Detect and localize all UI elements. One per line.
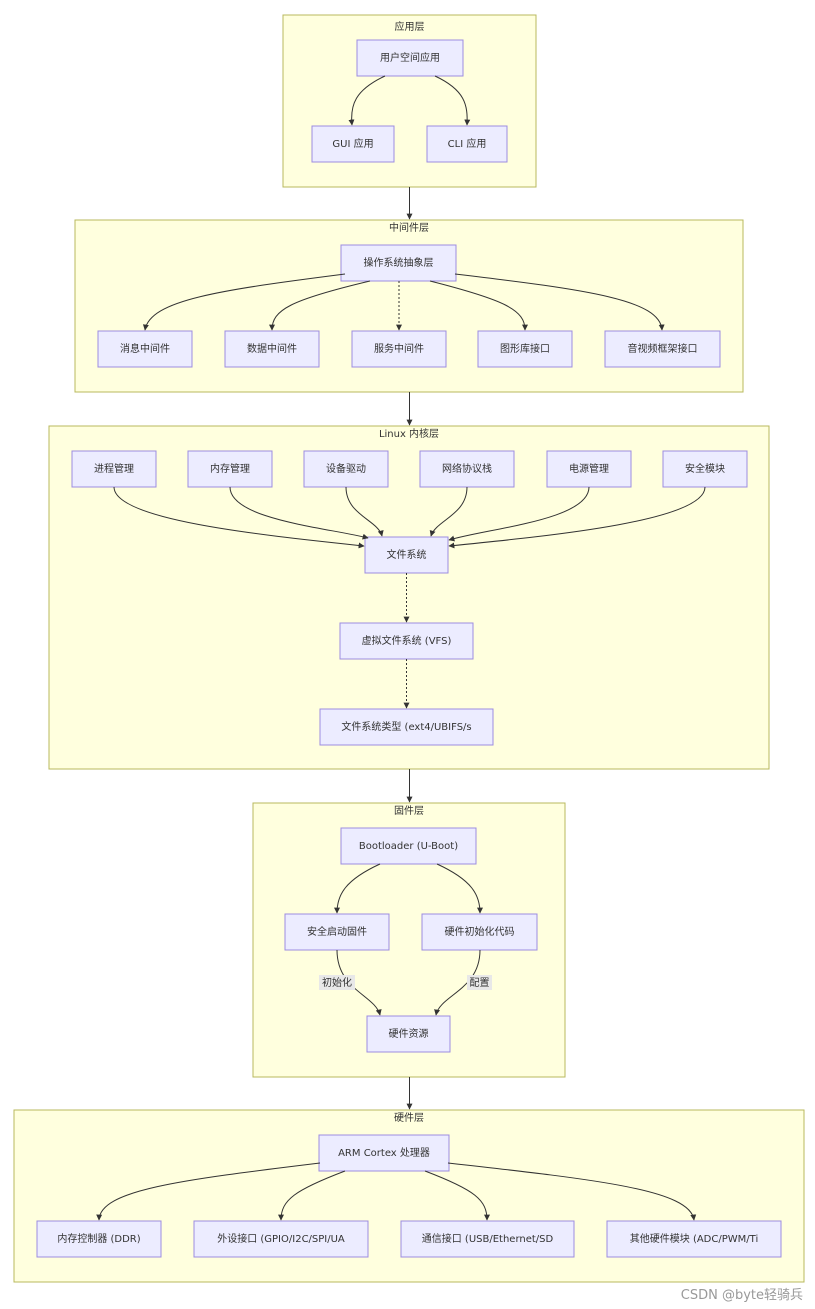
edge-os-to-data (269, 280, 371, 331)
node-av-framework-interface-label: 音视频框架接口 (628, 342, 698, 355)
app-layer: 应用层 用户空间应用 GUI 应用 CLI 应用 (282, 14, 537, 188)
node-message-middleware[interactable]: 消息中间件 (97, 330, 193, 368)
edge-hw-init-to-hw-resource (434, 949, 481, 1016)
edge-label-init-text: 初始化 (322, 976, 352, 989)
node-device-driver-label: 设备驱动 (326, 462, 366, 475)
watermark: CSDN @byte轻骑兵 (680, 1288, 803, 1303)
hardware-layer: 硬件层 ARM Cortex 处理器 内存控制器 (DDR) 外设接口 (GPI… (13, 1109, 805, 1283)
node-bootloader-label: Bootloader (U-Boot) (359, 841, 458, 852)
node-security-module-label: 安全模块 (685, 462, 725, 475)
node-memory-management[interactable]: 内存管理 (187, 450, 273, 488)
node-secure-boot-firmware-label: 安全启动固件 (307, 925, 367, 938)
node-service-middleware-label: 服务中间件 (374, 342, 424, 355)
edge-secure-boot-to-hw-resource (336, 949, 382, 1016)
edge-bootloader-to-secure-boot (334, 863, 381, 914)
node-os-abstraction[interactable]: 操作系统抽象层 (340, 244, 457, 282)
edge-os-to-av (454, 273, 665, 331)
node-vfs[interactable]: 虚拟文件系统 (VFS) (339, 622, 474, 660)
node-graphics-interface-label: 图形库接口 (500, 342, 550, 355)
middleware-layer-title: 中间件层 (389, 221, 429, 234)
node-security-module[interactable]: 安全模块 (662, 450, 748, 488)
edge-user-to-gui (348, 75, 386, 126)
edge-power-to-fs (448, 486, 590, 542)
node-cli-app[interactable]: CLI 应用 (426, 125, 508, 163)
node-network-stack-label: 网络协议栈 (442, 462, 492, 475)
app-layer-title: 应用层 (395, 20, 425, 33)
node-hw-resource-label: 硬件资源 (389, 1027, 429, 1040)
edge-cpu-to-communication (424, 1170, 490, 1221)
node-network-stack[interactable]: 网络协议栈 (419, 450, 515, 488)
node-memory-controller[interactable]: 内存控制器 (DDR) (36, 1220, 162, 1258)
hardware-layer-title: 硬件层 (394, 1112, 424, 1124)
node-data-middleware[interactable]: 数据中间件 (224, 330, 320, 368)
node-graphics-interface[interactable]: 图形库接口 (477, 330, 573, 368)
node-fs-types-label: 文件系统类型 (ext4/UBIFS/s (341, 720, 471, 733)
node-user-space-app-label: 用户空间应用 (380, 51, 440, 64)
edge-label-config-text: 配置 (470, 977, 490, 989)
node-service-middleware[interactable]: 服务中间件 (351, 330, 447, 368)
node-file-system[interactable]: 文件系统 (364, 536, 449, 574)
node-communication-interface[interactable]: 通信接口 (USB/Ethernet/SD (400, 1220, 575, 1258)
node-arm-cortex-processor[interactable]: ARM Cortex 处理器 (318, 1134, 450, 1172)
edge-bootloader-to-hw-init (436, 863, 483, 914)
node-file-system-label: 文件系统 (387, 548, 427, 561)
node-power-management-label: 电源管理 (569, 462, 609, 475)
node-power-management[interactable]: 电源管理 (546, 450, 632, 488)
edge-network-to-fs (429, 486, 468, 537)
node-user-space-app[interactable]: 用户空间应用 (356, 39, 464, 77)
node-data-middleware-label: 数据中间件 (247, 342, 297, 355)
node-cli-app-label: CLI 应用 (448, 137, 487, 150)
middleware-layer: 中间件层 操作系统抽象层 消息中间件 数据中间件 服务中间件 图形库接口 音视频… (74, 219, 744, 393)
node-memory-controller-label: 内存控制器 (DDR) (57, 1232, 140, 1245)
kernel-layer: Linux 内核层 进程管理 内存管理 设备驱动 网络协议栈 电源管理 安全模块… (48, 425, 770, 770)
node-gui-app[interactable]: GUI 应用 (311, 125, 395, 163)
edge-memory-to-fs (229, 486, 369, 540)
node-fs-types[interactable]: 文件系统类型 (ext4/UBIFS/s (319, 708, 494, 746)
edge-cpu-to-other-modules (447, 1162, 697, 1221)
node-os-abstraction-label: 操作系统抽象层 (364, 256, 434, 269)
kernel-layer-title: Linux 内核层 (379, 427, 439, 440)
node-memory-management-label: 内存管理 (210, 462, 250, 475)
node-peripheral-interface[interactable]: 外设接口 (GPIO/I2C/SPI/UA (193, 1220, 369, 1258)
node-process-management[interactable]: 进程管理 (71, 450, 157, 488)
node-av-framework-interface[interactable]: 音视频框架接口 (604, 330, 721, 368)
node-bootloader[interactable]: Bootloader (U-Boot) (340, 827, 477, 865)
node-message-middleware-label: 消息中间件 (120, 342, 170, 355)
node-peripheral-interface-label: 外设接口 (GPIO/I2C/SPI/UA (217, 1232, 345, 1245)
node-device-driver[interactable]: 设备驱动 (303, 450, 389, 488)
edge-security-to-fs (448, 486, 706, 549)
node-arm-cortex-processor-label: ARM Cortex 处理器 (338, 1147, 430, 1159)
node-process-management-label: 进程管理 (94, 462, 134, 475)
edge-os-to-graphics (429, 280, 528, 331)
node-gui-app-label: GUI 应用 (332, 137, 373, 150)
firmware-layer: 固件层 Bootloader (U-Boot) 安全启动固件 硬件初始化代码 硬… (252, 802, 566, 1078)
edge-label-config: 配置 (467, 975, 492, 990)
node-vfs-label: 虚拟文件系统 (VFS) (362, 634, 452, 647)
node-hw-resource[interactable]: 硬件资源 (366, 1015, 451, 1053)
node-other-hw-modules-label: 其他硬件模块 (ADC/PWM/Ti (630, 1232, 758, 1245)
node-hw-init-code-label: 硬件初始化代码 (445, 925, 515, 938)
node-communication-interface-label: 通信接口 (USB/Ethernet/SD (422, 1232, 554, 1245)
node-other-hw-modules[interactable]: 其他硬件模块 (ADC/PWM/Ti (606, 1220, 782, 1258)
edge-user-to-cli (434, 75, 471, 126)
node-hw-init-code[interactable]: 硬件初始化代码 (421, 913, 538, 951)
node-secure-boot-firmware[interactable]: 安全启动固件 (284, 913, 390, 951)
edge-label-init: 初始化 (319, 975, 355, 990)
edge-cpu-to-memory-controller (96, 1162, 321, 1221)
edge-process-to-fs (113, 486, 365, 549)
edge-driver-to-fs (345, 486, 384, 537)
edge-cpu-to-peripheral (278, 1170, 346, 1221)
firmware-layer-title: 固件层 (394, 805, 424, 817)
edge-os-to-message (142, 273, 346, 331)
